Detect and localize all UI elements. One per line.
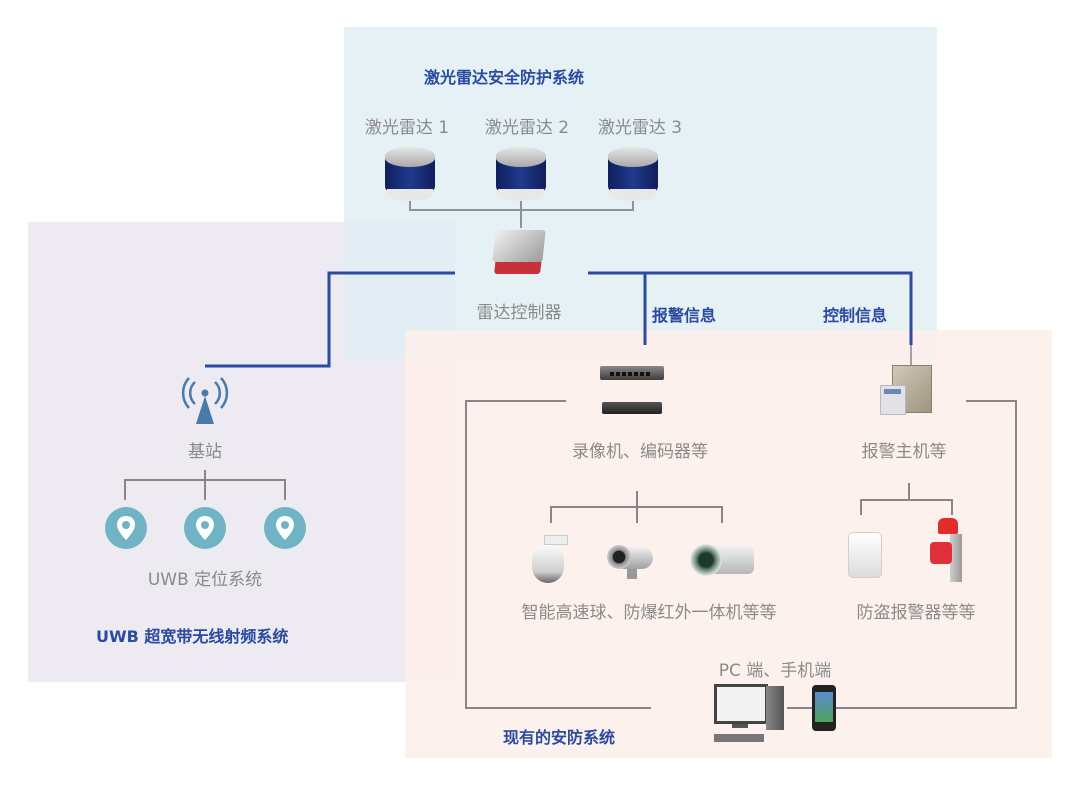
- siren-icon: [930, 518, 968, 584]
- uwb-positioning-label: UWB 定位系统: [147, 570, 263, 590]
- base-station-label: 基站: [188, 442, 222, 462]
- control-info-label: 控制信息: [823, 306, 888, 325]
- security-system-title: 现有的安防系统: [503, 728, 616, 747]
- pc-icon: [714, 684, 786, 746]
- lidar-system-title: 激光雷达安全防护系统: [424, 68, 585, 87]
- phone-icon: [812, 685, 836, 731]
- lidar-1-label: 激光雷达 1: [364, 118, 450, 138]
- cameras-label: 智能高速球、防爆红外一体机等等: [521, 603, 777, 623]
- location-pin-icon: [184, 507, 226, 549]
- lidar-sensor-icon: [385, 147, 435, 205]
- alarm-info-label: 报警信息: [652, 306, 717, 325]
- nvr-icon: [600, 366, 664, 380]
- terminals-label: PC 端、手机端: [718, 661, 832, 681]
- encoder-icon: [602, 402, 662, 414]
- lidar-sensor-icon: [496, 147, 546, 205]
- lidar-sensor-icon: [608, 147, 658, 205]
- alarm-host-label: 报警主机等: [861, 442, 947, 462]
- recorder-label: 录像机、编码器等: [572, 442, 708, 462]
- alarm-host-icon: [880, 365, 932, 415]
- radar-controller-icon: [488, 228, 550, 280]
- pir-detector-icon: [848, 532, 882, 578]
- dome-camera-icon: [532, 535, 568, 585]
- detectors-label: 防盗报警器等等: [856, 603, 976, 623]
- explosion-proof-camera-icon: [690, 540, 762, 584]
- location-pin-icon: [105, 507, 147, 549]
- radar-controller-label: 雷达控制器: [476, 303, 562, 323]
- base-station-icon: [179, 372, 231, 428]
- lidar-2-label: 激光雷达 2: [484, 118, 570, 138]
- location-pin-icon: [264, 507, 306, 549]
- bullet-camera-icon: [607, 541, 655, 581]
- lidar-3-label: 激光雷达 3: [597, 118, 683, 138]
- uwb-system-title: UWB 超宽带无线射频系统: [96, 627, 289, 646]
